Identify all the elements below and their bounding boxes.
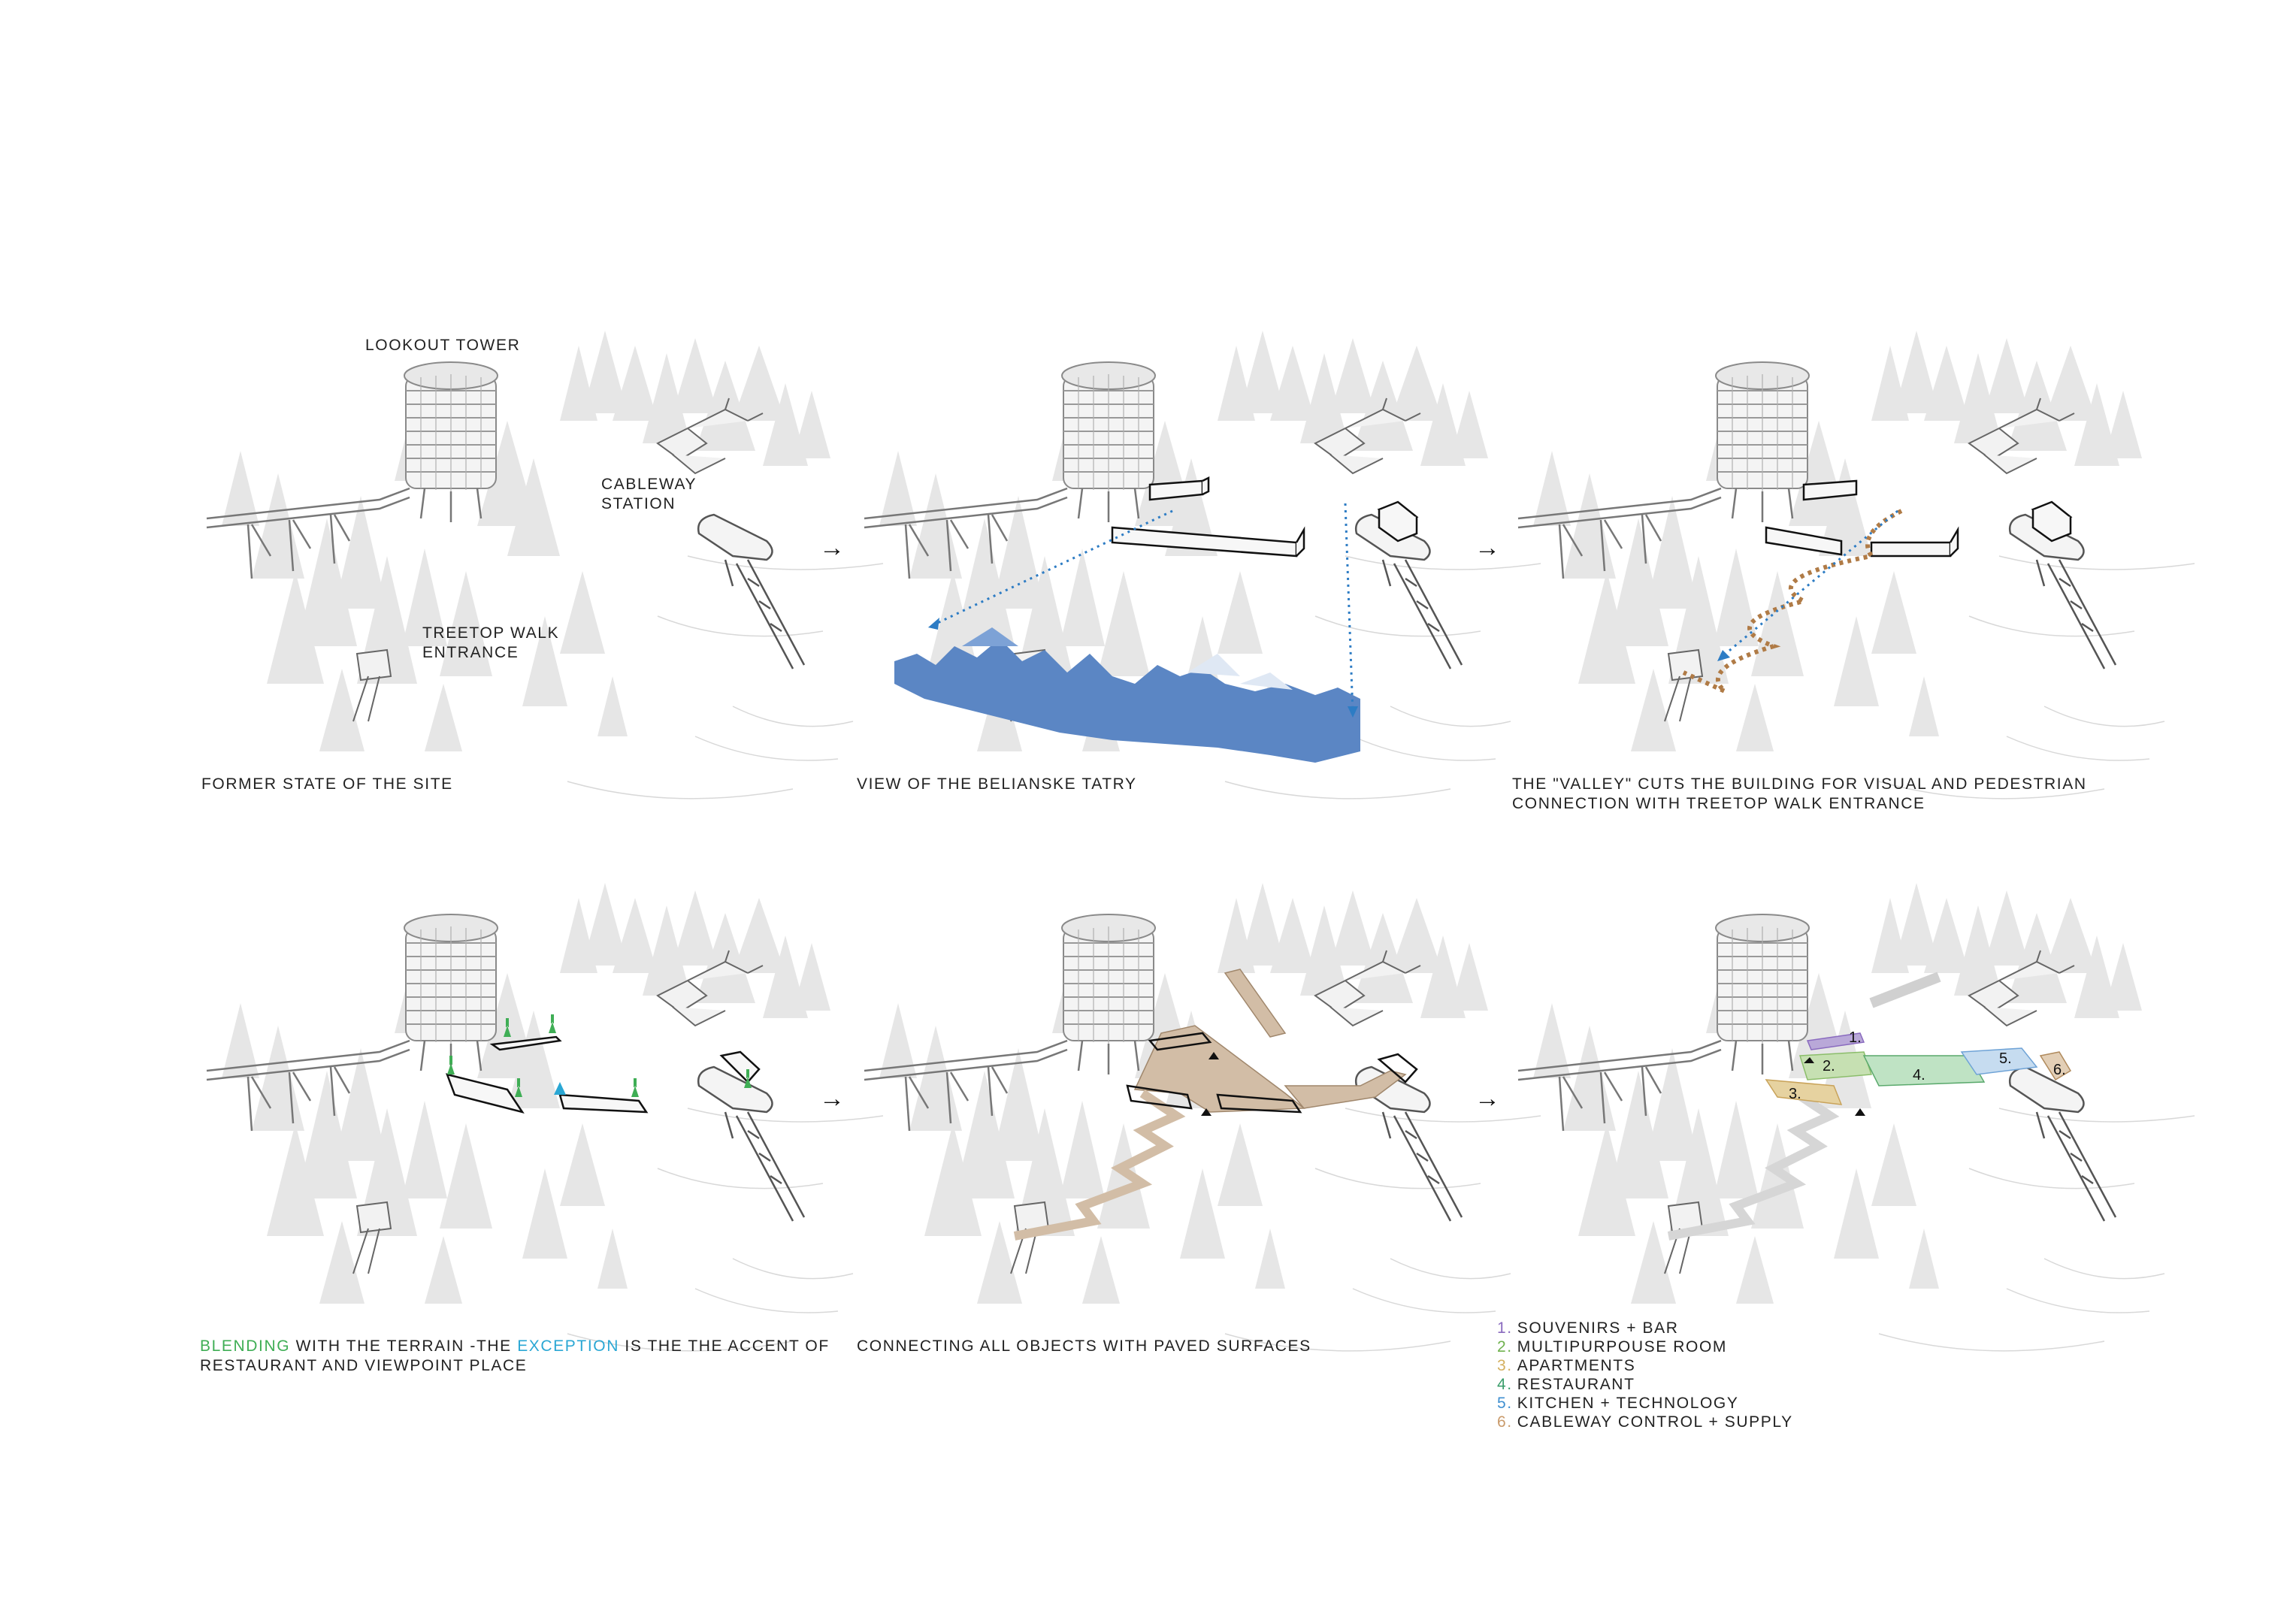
- label-cableway: CABLEWAY: [601, 476, 697, 493]
- panel-former-state: [205, 329, 885, 800]
- zone-1: [1806, 1032, 1865, 1050]
- legend-num: 1.: [1497, 1319, 1513, 1337]
- arrow-3: →: [819, 1084, 845, 1113]
- zone-6-label: 6.: [2053, 1062, 2066, 1078]
- paved-path: [1013, 1090, 1186, 1241]
- panel-blending: [205, 881, 885, 1352]
- legend-num: 5.: [1497, 1395, 1513, 1412]
- panel-zones: 1. 2. 3. 4. 5. 6.: [1517, 881, 2196, 1352]
- zone-5-label: 5.: [1999, 1050, 2012, 1067]
- caption-valley: THE "VALLEY" CUTS THE BUILDING FOR VISUA…: [1512, 775, 2087, 812]
- legend-num: 3.: [1497, 1357, 1513, 1374]
- legend-item: 4.RESTAURANT: [1497, 1375, 1793, 1394]
- zones-legend: 1.SOUVENIRS + BAR 2.MULTIPURPOUSE ROOM 3…: [1497, 1319, 1793, 1431]
- zone-4-label: 4.: [1913, 1067, 1925, 1084]
- pedestrian-path: [1682, 509, 1903, 694]
- building-outlines: [1126, 1032, 1418, 1114]
- function-zones: [1765, 1032, 2072, 1105]
- legend-item: 6.CABLEWAY CONTROL + SUPPLY: [1497, 1413, 1793, 1431]
- caption-blending-end: IS THE THE ACCENT OF: [619, 1337, 830, 1355]
- caption-exception-accent: EXCEPTION: [517, 1337, 619, 1355]
- label-lookout-tower: LOOKOUT TOWER: [365, 337, 521, 354]
- legend-text: RESTAURANT: [1517, 1376, 1635, 1393]
- legend-item: 1.SOUVENIRS + BAR: [1497, 1319, 1793, 1337]
- legend-text: CABLEWAY CONTROL + SUPPLY: [1517, 1413, 1793, 1431]
- caption-paved: CONNECTING ALL OBJECTS WITH PAVED SURFAC…: [857, 1337, 1311, 1355]
- sightlines: [927, 503, 1354, 715]
- legend-num: 6.: [1497, 1413, 1513, 1431]
- panel-paved: [863, 881, 1542, 1352]
- zone-5: [1960, 1047, 2038, 1075]
- zone-2: [1798, 1051, 1873, 1080]
- label-station: STATION: [601, 495, 676, 512]
- caption-former-state: FORMER STATE OF THE SITE: [201, 775, 453, 793]
- zone-3-label: 3.: [1789, 1086, 1801, 1102]
- panel-view: [863, 329, 1542, 800]
- legend-item: 3.APARTMENTS: [1497, 1356, 1793, 1375]
- zone-2-label: 2.: [1823, 1058, 1835, 1074]
- arrow-2: →: [1475, 533, 1500, 562]
- mountain-range: [894, 627, 1360, 763]
- legend-num: 4.: [1497, 1376, 1513, 1393]
- legend-item: 2.MULTIPURPOUSE ROOM: [1497, 1337, 1793, 1356]
- legend-text: SOUVENIRS + BAR: [1517, 1319, 1679, 1337]
- caption-view: VIEW OF THE BELIANSKE TATRY: [857, 775, 1137, 793]
- label-treetop: TREETOP WALK: [422, 624, 560, 642]
- label-entrance: ENTRANCE: [422, 644, 519, 661]
- zone-3: [1765, 1079, 1843, 1105]
- zone-1-label: 1.: [1849, 1029, 1862, 1046]
- building-bars: [1111, 476, 1419, 558]
- legend-text: APARTMENTS: [1517, 1357, 1636, 1374]
- blue-accent-marker: [554, 1082, 566, 1095]
- caption-blending-accent: BLENDING: [200, 1337, 291, 1355]
- green-arrows: [447, 1014, 752, 1097]
- legend-text: MULTIPURPOUSE ROOM: [1517, 1338, 1727, 1356]
- legend-text: KITCHEN + TECHNOLOGY: [1517, 1395, 1739, 1412]
- panel-valley: [1517, 329, 2196, 800]
- legend-item: 5.KITCHEN + TECHNOLOGY: [1497, 1394, 1793, 1413]
- grey-path: [1667, 1090, 1840, 1241]
- caption-blending: BLENDING WITH THE TERRAIN -THE EXCEPTION…: [200, 1337, 830, 1374]
- zone-6: [2039, 1051, 2072, 1081]
- legend-num: 2.: [1497, 1338, 1513, 1356]
- arrow-1: →: [819, 533, 845, 562]
- zone-4: [1862, 1055, 1986, 1087]
- arrow-4: →: [1475, 1084, 1500, 1113]
- caption-blending-mid: WITH THE TERRAIN -THE: [290, 1337, 518, 1355]
- split-building: [1765, 479, 2073, 558]
- terrain-bars: [446, 1035, 761, 1114]
- zone-numbers: 1. 2. 3. 4. 5. 6.: [1789, 1029, 2066, 1102]
- visual-connection: [1720, 509, 1898, 659]
